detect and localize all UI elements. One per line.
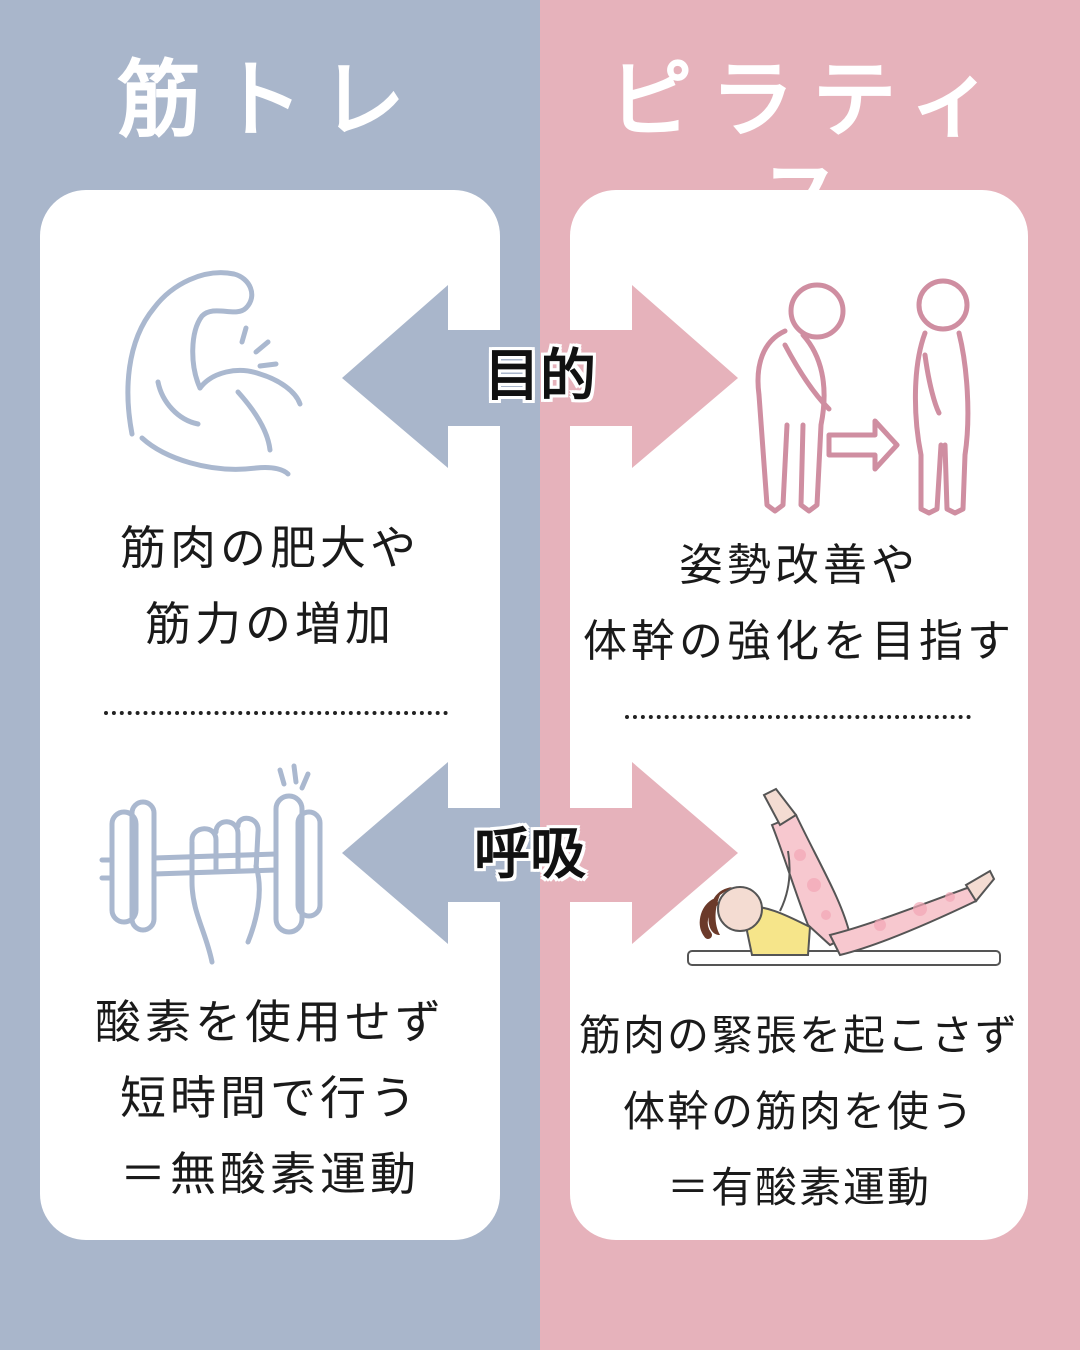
left-breathing-line-1: 酸素を使用せず: [95, 995, 445, 1049]
left-purpose-line-1: 筋肉の肥大や: [120, 521, 420, 575]
breathing-arrow-left: [342, 762, 542, 944]
right-breathing-line-2: 体幹の筋肉を使う: [622, 1087, 975, 1136]
purpose-arrow-right: [540, 285, 738, 468]
purpose-arrow-left: [342, 285, 542, 468]
left-divider: [104, 711, 448, 715]
left-breathing-line-2: 短時間で行う: [120, 1071, 420, 1125]
pilates-woman-illustration: [687, 787, 1001, 966]
left-breathing-line-3: ＝無酸素運動: [120, 1147, 420, 1201]
breathing-label: 呼吸: [474, 822, 586, 887]
dumbbell-hand-icon: [99, 763, 323, 965]
right-breathing-text: 筋肉の緊張を起こさず 体幹の筋肉を使う ＝有酸素運動: [570, 998, 1028, 1226]
posture-improvement-icon: [755, 278, 971, 516]
breathing-arrow-right: [540, 762, 738, 944]
breathing-arrow: [342, 762, 738, 944]
right-purpose-line-2: 体幹の強化を目指す: [583, 616, 1015, 667]
left-breathing-text: 酸素を使用せず 短時間で行う ＝無酸素運動: [40, 984, 500, 1212]
purpose-arrow: [342, 285, 738, 468]
purpose-label: 目的: [484, 344, 596, 409]
left-title: 筋トレ: [116, 51, 423, 149]
flexed-bicep-icon: [125, 270, 303, 477]
left-purpose-text: 筋肉の肥大や 筋力の増加: [40, 510, 500, 662]
right-breathing-line-3: ＝有酸素運動: [666, 1163, 931, 1212]
right-divider: [625, 715, 971, 719]
right-breathing-line-1: 筋肉の緊張を起こさず: [578, 1011, 1019, 1060]
right-purpose-line-1: 姿勢改善や: [679, 540, 919, 591]
right-purpose-text: 姿勢改善や 体幹の強化を目指す: [570, 528, 1028, 680]
left-purpose-line-2: 筋力の増加: [145, 597, 395, 651]
